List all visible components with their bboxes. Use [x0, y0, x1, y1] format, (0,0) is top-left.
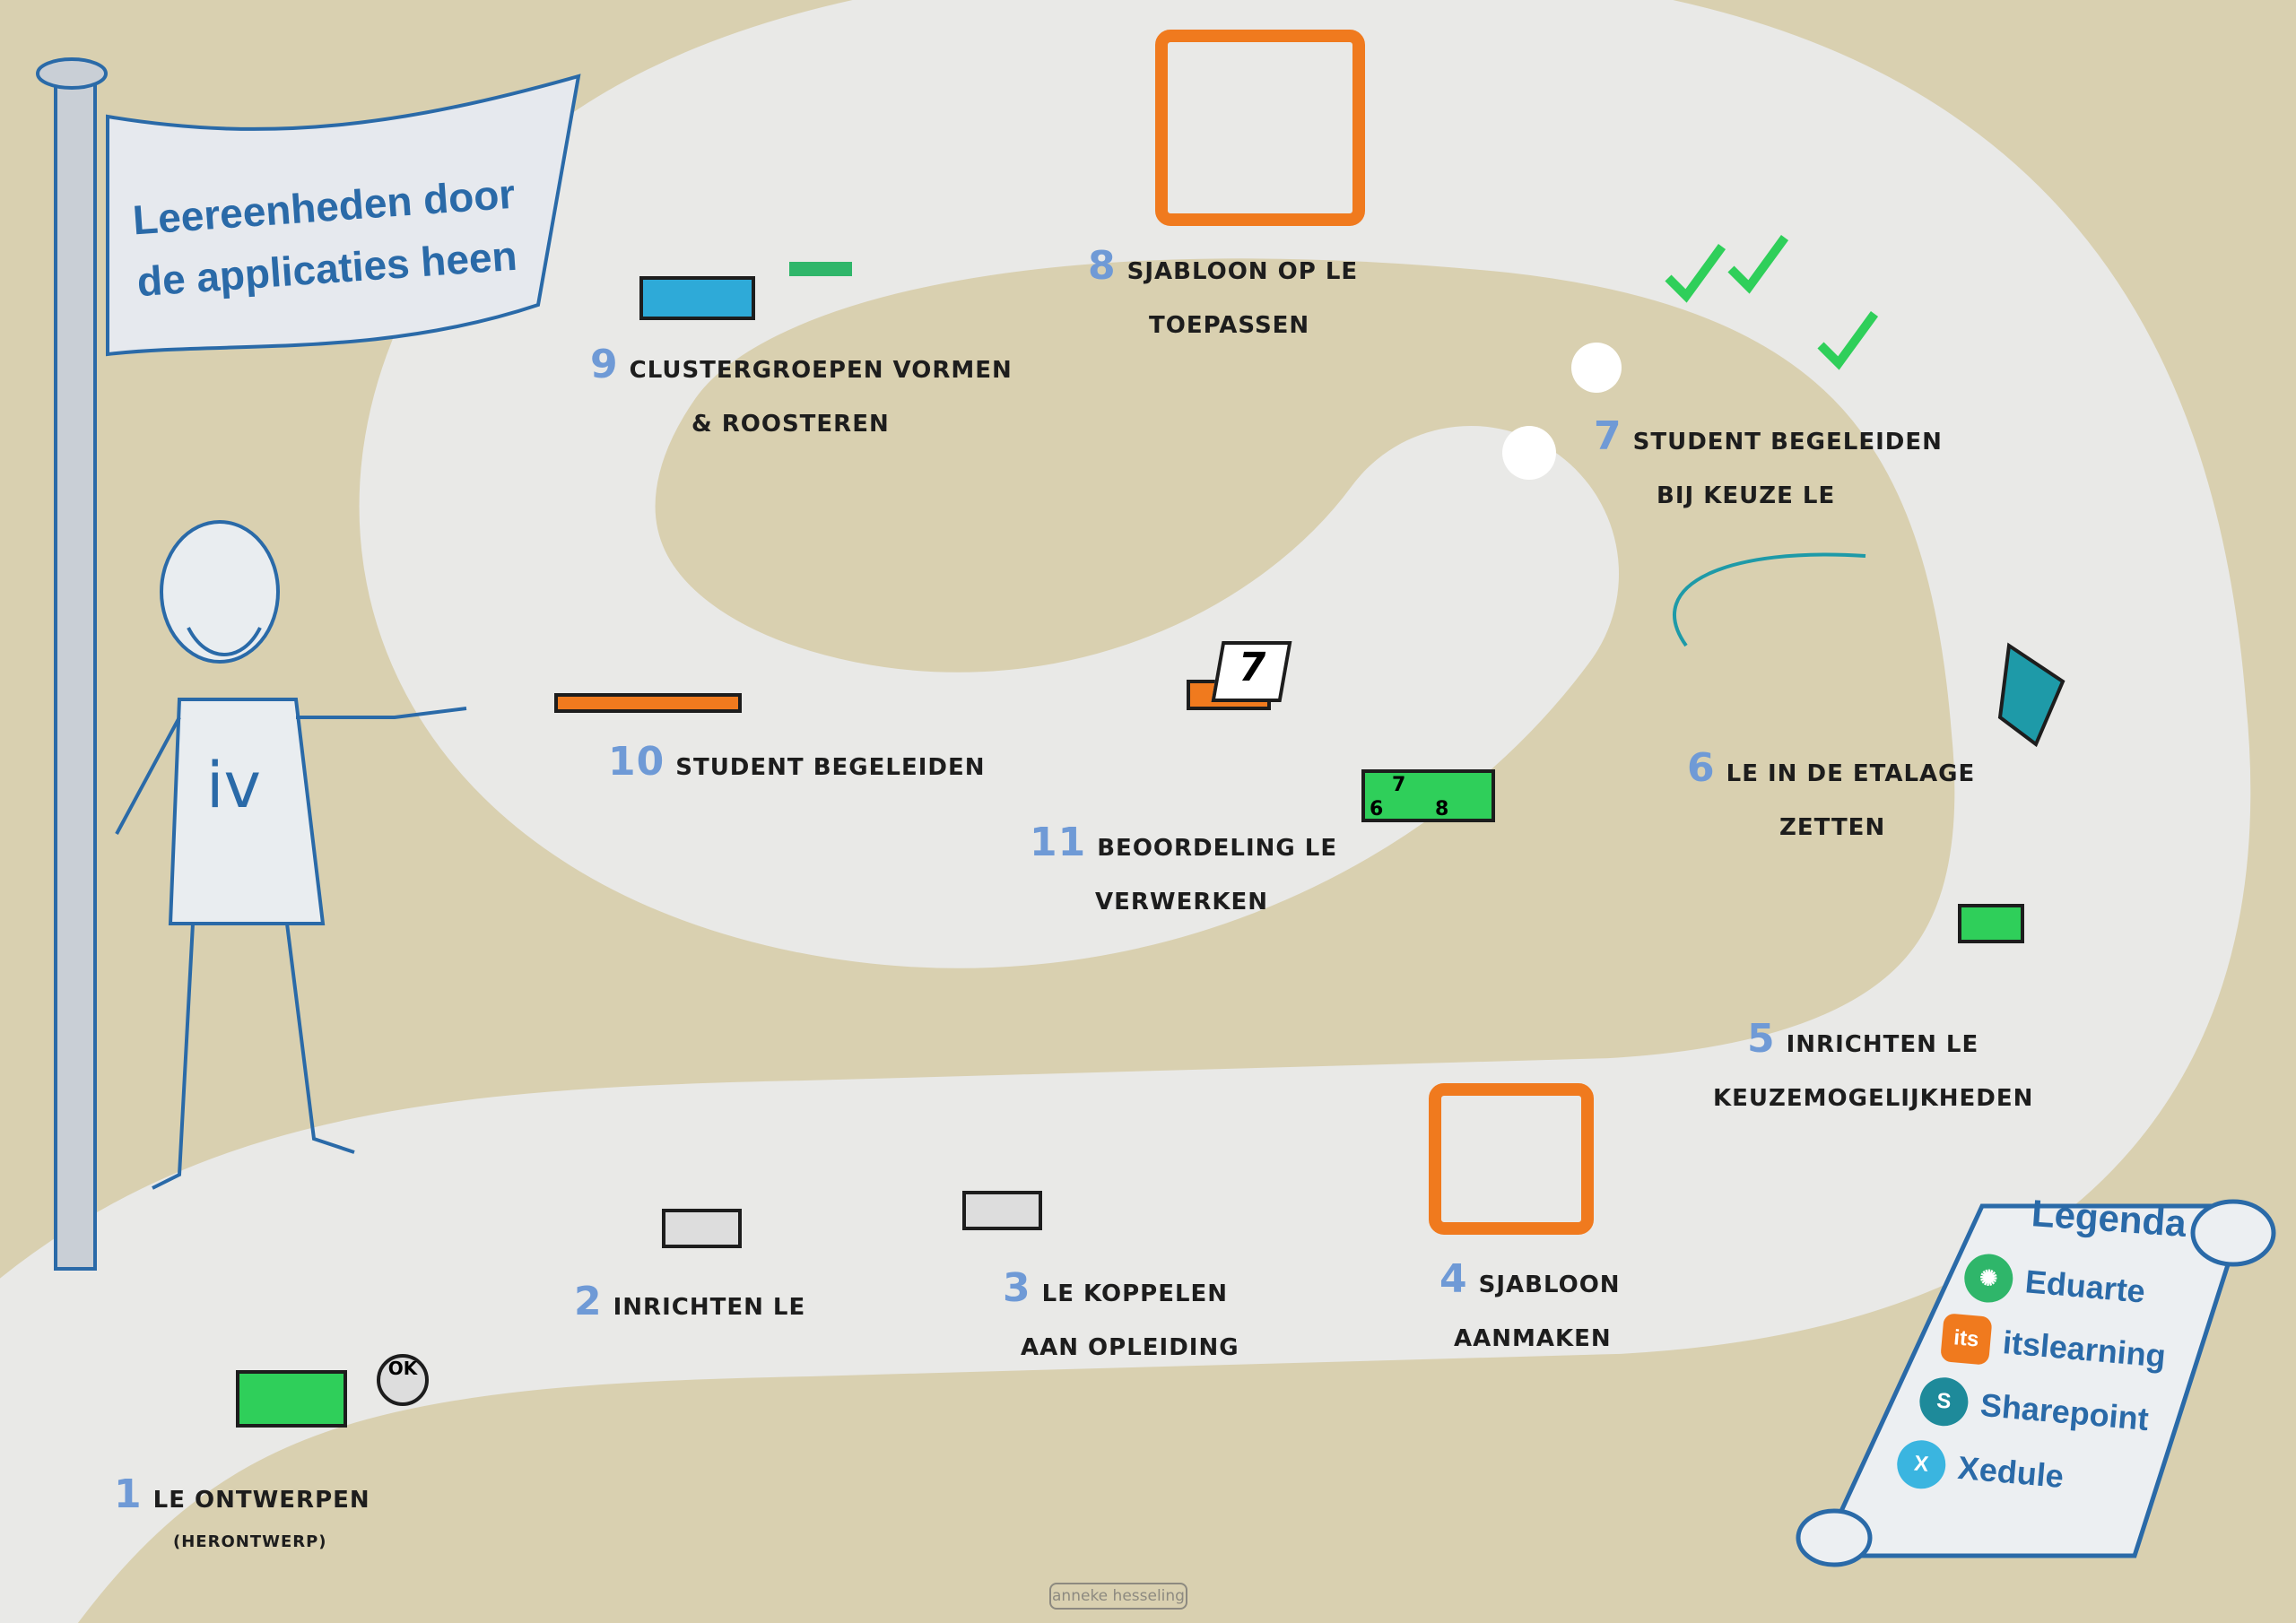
step-text-line2: verwerken [1095, 888, 1269, 916]
step-text: beoordeling LE [1097, 835, 1338, 862]
podium-label-top: 7 [1392, 774, 1406, 796]
flag [106, 74, 581, 357]
step-text-line2: bij keuze LE [1657, 482, 1836, 509]
template-orange [1429, 1083, 1594, 1235]
template-orange-top [1155, 30, 1365, 226]
step-text-line2: & roosteren [691, 410, 890, 438]
step-2: 2 inrichten LE [574, 1264, 805, 1340]
step-text: student begeleiden [1632, 429, 1943, 456]
step-5: 5 inrichten LE keuzemogelijkheden [1713, 1002, 2033, 1121]
step-number: 9 [590, 342, 619, 387]
step-text: clustergroepen vormen [629, 357, 1013, 384]
step-10: 10 student begeleiden [608, 725, 985, 800]
podium-label-right: 8 [1435, 798, 1449, 820]
x-icon: X [1895, 1437, 1948, 1491]
step-text-line2: zetten [1779, 813, 1886, 841]
step-11: 11 beoordeling LE verwerken [1030, 805, 1337, 924]
atom-icon: ✺ [1962, 1252, 2015, 1305]
step-text: sjabloon op LE [1126, 258, 1359, 285]
scene-icons [236, 30, 2066, 1428]
step-8: 8 sjabloon op LE toepassen [1088, 229, 1358, 348]
legend-label: itslearning [2001, 1324, 2168, 1375]
figure-shirt-text: iv [206, 749, 261, 822]
checkmarks [1665, 235, 1879, 370]
step-9: 9 clustergroepen vormen & roosteren [590, 327, 1013, 447]
legend-label: Sharepoint [1979, 1385, 2151, 1438]
laptop-screen: 7 [1211, 641, 1292, 702]
flagpole [36, 57, 581, 1271]
step-subtext: (herontwerp) [173, 1532, 327, 1551]
step-text-line2: aanmaken [1454, 1324, 1612, 1352]
its-icon: its [1940, 1313, 1993, 1366]
step-number: 5 [1747, 1016, 1776, 1062]
sharepoint-icon: S [1918, 1375, 1970, 1428]
legend-label: Xedule [1956, 1448, 2066, 1496]
step-text: inrichten LE [1786, 1031, 1979, 1058]
projector [1997, 642, 2066, 748]
podium-label-left: 6 [1370, 798, 1384, 820]
step-text: sjabloon [1478, 1271, 1621, 1298]
step-number: 4 [1439, 1256, 1468, 1302]
signature-pencil: anneke hesseling [1049, 1583, 1187, 1610]
step-7: 7 student begeleiden bij keuze LE [1594, 399, 1943, 518]
step-text-line2: toepassen [1149, 311, 1310, 339]
step-1: 1 LE ontwerpen (herontwerp) [114, 1457, 370, 1551]
ok-badge: OK [377, 1354, 429, 1406]
step-number: 11 [1030, 820, 1087, 865]
step-number: 7 [1594, 413, 1622, 459]
podium [1361, 769, 1495, 822]
legend-label: Eduarte [2023, 1263, 2147, 1310]
step-3: 3 LE koppelen aan opleiding [1003, 1251, 1239, 1370]
step-text: LE koppelen [1041, 1280, 1229, 1307]
step-text: LE in de etalage [1726, 760, 1976, 787]
step-text: student begeleiden [675, 754, 986, 781]
step-number: 1 [114, 1471, 143, 1517]
step-number: 3 [1003, 1265, 1031, 1311]
step-number: 6 [1687, 745, 1716, 791]
camera [1958, 904, 2024, 943]
cluster-groups [639, 276, 755, 320]
step-text-line2: aan opleiding [1021, 1333, 1239, 1361]
step-text-line2: keuzemogelijkheden [1713, 1084, 2034, 1112]
step-number: 8 [1088, 243, 1117, 289]
step-6: 6 LE in de etalage zetten [1687, 731, 1975, 850]
step-number: 10 [608, 739, 665, 785]
step-4: 4 sjabloon aanmaken [1439, 1242, 1621, 1361]
step-text: inrichten LE [613, 1294, 806, 1321]
green-box [236, 1370, 347, 1428]
step-number: 2 [574, 1279, 603, 1324]
big-figure [115, 520, 467, 1190]
desk [554, 693, 742, 713]
step-text: LE ontwerpen [152, 1487, 370, 1514]
gray-box [662, 1209, 742, 1248]
